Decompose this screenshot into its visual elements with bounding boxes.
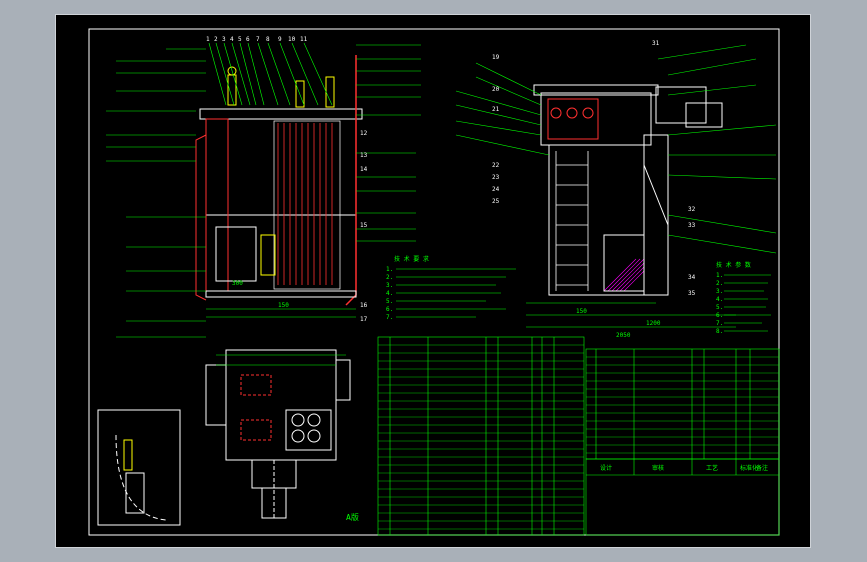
svg-text:11: 11: [300, 36, 308, 43]
svg-text:4: 4: [230, 36, 234, 43]
svg-text:31: 31: [652, 40, 660, 47]
svg-text:23: 23: [492, 174, 500, 181]
svg-text:技 术 要 求: 技 术 要 求: [394, 255, 429, 263]
parts-list-left-rows: [378, 344, 584, 530]
svg-text:4.: 4.: [716, 296, 723, 303]
svg-text:2: 2: [214, 36, 218, 43]
svg-text:6.: 6.: [386, 306, 393, 313]
side-dim-a: 150: [576, 308, 587, 315]
plan-view: A版: [97, 349, 359, 526]
bushings: [227, 66, 335, 108]
svg-text:1: 1: [206, 36, 210, 43]
side-part-numbers-left: 19 20 21 22 23 24 25: [492, 54, 500, 205]
svg-text:10: 10: [288, 36, 296, 43]
plan-stamp: A版: [346, 512, 359, 522]
svg-text:6: 6: [246, 36, 250, 43]
side-top: [533, 84, 659, 96]
side-hatch: [603, 258, 645, 292]
title-block-labels: 设计 审核 工艺 标准化 备注: [600, 464, 768, 472]
svg-text:35: 35: [688, 290, 696, 297]
svg-text:14: 14: [360, 166, 368, 173]
svg-text:8: 8: [266, 36, 270, 43]
side-tank: [548, 144, 645, 296]
drawing-sheet: 150 300 1 2 3 4 5 6 7 8 9 10 11 12 13 14…: [55, 14, 811, 548]
svg-text:12: 12: [360, 130, 368, 137]
front-width-dim: 150: [278, 302, 289, 309]
svg-text:33: 33: [688, 222, 696, 229]
left-panel: [205, 118, 229, 292]
svg-text:15: 15: [360, 222, 368, 229]
svg-text:16: 16: [360, 302, 368, 309]
svg-text:24: 24: [492, 186, 500, 193]
svg-text:6.: 6.: [716, 312, 723, 319]
side-dim-total: 2050: [616, 332, 631, 339]
svg-text:25: 25: [492, 198, 500, 205]
svg-text:1.: 1.: [386, 266, 393, 273]
svg-text:审核: 审核: [652, 464, 664, 472]
svg-text:34: 34: [688, 274, 696, 281]
radiator-fins: [277, 123, 333, 285]
side-part-numbers-right: 31 32 33 34 35: [652, 40, 696, 297]
svg-text:2.: 2.: [716, 280, 723, 287]
parts-list-right-rows: [586, 356, 779, 454]
svg-text:19: 19: [492, 54, 500, 61]
svg-text:9: 9: [278, 36, 282, 43]
svg-text:17: 17: [360, 316, 368, 323]
svg-text:备注: 备注: [756, 464, 768, 472]
oil-pipe: [345, 55, 357, 306]
tank-lid: [199, 108, 363, 120]
svg-text:7.: 7.: [716, 320, 723, 327]
svg-text:3.: 3.: [386, 282, 393, 289]
svg-text:标准化: 标准化: [740, 464, 758, 472]
svg-text:工艺: 工艺: [706, 464, 718, 472]
svg-text:3: 3: [222, 36, 226, 43]
side-ladder: [555, 151, 589, 291]
side-dim-b: 1200: [646, 320, 661, 327]
base: [205, 290, 357, 298]
side-view: 150 1200 2050 19 20 21 22 23 24 25 31 32…: [455, 40, 777, 339]
front-left-dim: 300: [232, 280, 243, 287]
svg-text:32: 32: [688, 206, 696, 213]
svg-text:7.: 7.: [386, 314, 393, 321]
part-numbers-right: 12 13 14 15 16 17: [360, 130, 368, 323]
parts-list-left: [377, 336, 585, 536]
svg-text:13: 13: [360, 152, 368, 159]
front-view: 150 300 1 2 3 4 5 6 7 8 9 10 11 12 13 14…: [106, 36, 421, 338]
svg-text:7: 7: [256, 36, 260, 43]
parts-list-right: [585, 348, 780, 460]
svg-text:5.: 5.: [386, 298, 393, 305]
tech-requirements: 技 术 要 求 1. 2. 3. 4. 5. 6. 7.: [386, 255, 429, 321]
svg-text:技 术 参 数: 技 术 参 数: [716, 261, 751, 269]
svg-text:8.: 8.: [716, 328, 723, 335]
svg-text:设计: 设计: [600, 464, 612, 472]
svg-text:4.: 4.: [386, 290, 393, 297]
svg-text:1.: 1.: [716, 272, 723, 279]
svg-text:5: 5: [238, 36, 242, 43]
right-notes: 技 术 参 数 1. 2. 3. 4. 5. 6. 7. 8.: [716, 261, 751, 335]
svg-text:2.: 2.: [386, 274, 393, 281]
plan-outline: [225, 349, 337, 461]
svg-text:5.: 5.: [716, 304, 723, 311]
title-block: [585, 458, 780, 536]
svg-text:3.: 3.: [716, 288, 723, 295]
svg-text:20: 20: [492, 86, 500, 93]
plan-bushings: [291, 413, 321, 443]
svg-text:22: 22: [492, 162, 500, 169]
cad-drawing: 150 300 1 2 3 4 5 6 7 8 9 10 11 12 13 14…: [88, 28, 780, 536]
svg-text:21: 21: [492, 106, 500, 113]
detail-box: [97, 409, 181, 526]
part-numbers-top: 1 2 3 4 5 6 7 8 9 10 11: [206, 36, 308, 43]
